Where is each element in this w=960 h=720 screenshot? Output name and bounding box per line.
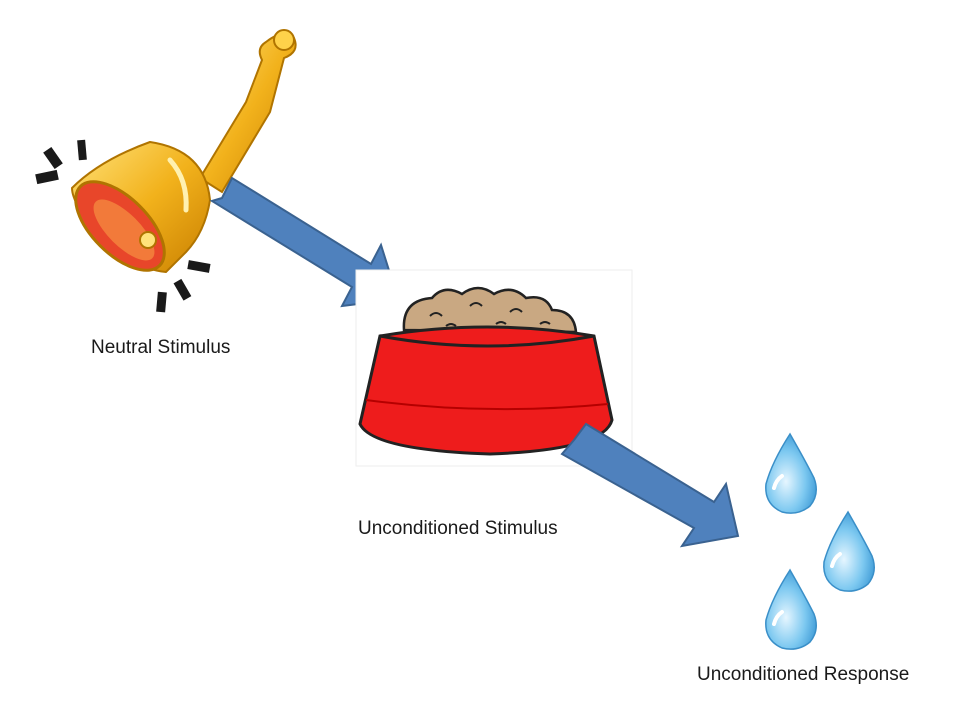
- food-bowl-icon: [355, 269, 633, 467]
- arrow-icon: [560, 422, 740, 548]
- bell-sound-lines: [35, 139, 211, 313]
- unconditioned-stimulus-label: Unconditioned Stimulus: [358, 518, 558, 539]
- water-drops-icon: [765, 432, 875, 650]
- unconditioned-response-label: Unconditioned Response: [697, 664, 910, 685]
- bell-icon: [35, 29, 297, 313]
- neutral-stimulus-label: Neutral Stimulus: [91, 337, 231, 358]
